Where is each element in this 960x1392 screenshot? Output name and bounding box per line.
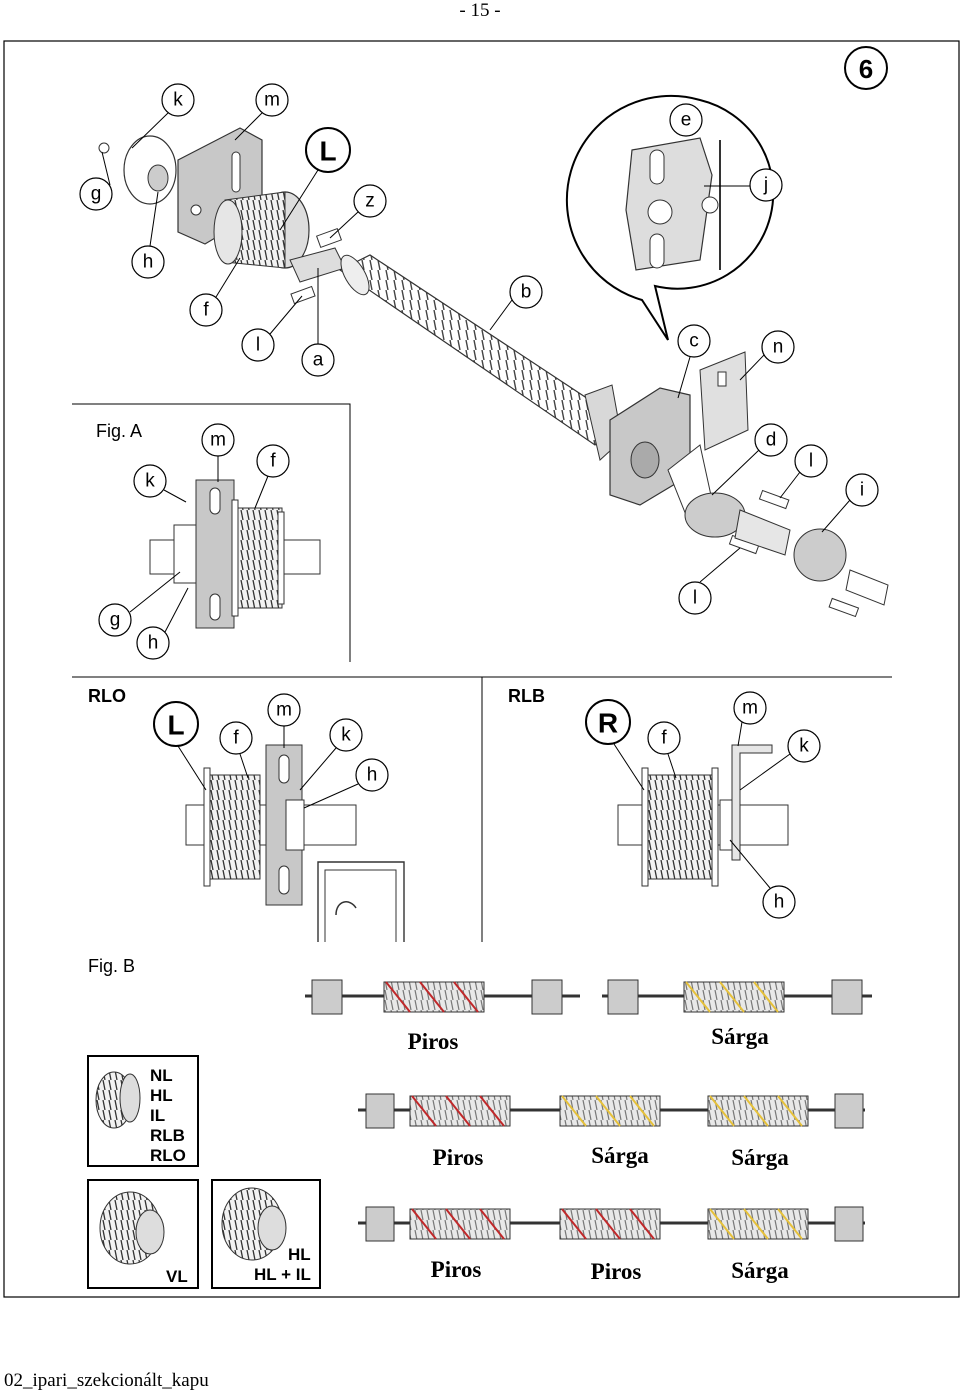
label-g: g — [91, 184, 102, 205]
box1-line-4: RLB — [150, 1126, 185, 1145]
label-e: e — [681, 110, 692, 131]
fig-a-label-k: k — [145, 471, 155, 492]
label-n: n — [773, 337, 784, 358]
label-m: m — [264, 90, 280, 111]
fig-a-panel: Fig. A m k f g h — [72, 403, 351, 662]
box2-label: VL — [166, 1267, 188, 1286]
main-label-leaders — [101, 112, 851, 583]
spring-sarga — [683, 981, 785, 1013]
label-i: i — [860, 480, 864, 501]
figure-number-badge: 6 — [844, 46, 888, 90]
fig-a-label-g: g — [110, 610, 121, 631]
box1-line-3: IL — [150, 1106, 165, 1125]
rlo-label-L: L — [167, 710, 184, 741]
spring-row-1 — [305, 979, 872, 1015]
label-l: l — [809, 451, 813, 472]
fig-a-label-h: h — [148, 633, 159, 654]
box3-line-2: HL + IL — [254, 1265, 311, 1284]
label-b: b — [521, 282, 532, 303]
box1-line-1: NL — [150, 1066, 173, 1085]
spring-piros — [383, 981, 485, 1013]
spring-row-2 — [358, 1093, 865, 1129]
row2-label-3: Sárga — [731, 1145, 789, 1170]
fig-a-label-m: m — [210, 430, 226, 451]
box3-line-1: HL — [288, 1245, 311, 1264]
label-k: k — [173, 90, 183, 111]
label-l: l — [256, 335, 260, 356]
label-c: c — [689, 331, 699, 352]
rlb-label-k: k — [799, 736, 809, 757]
row1-label-1: Piros — [408, 1029, 459, 1054]
rlo-label-f: f — [233, 728, 239, 749]
main-label-callouts — [79, 83, 879, 615]
fig-a-label-f: f — [270, 451, 276, 472]
row2-label-1: Piros — [433, 1145, 484, 1170]
main-label-texts: k m L g h z f l a b e j c n d l i l — [91, 90, 864, 609]
rlo-panel: RLO L f m k h — [88, 686, 405, 942]
rlb-label-m: m — [742, 698, 758, 719]
row1-label-2: Sárga — [711, 1024, 769, 1049]
spring-row-3 — [358, 1206, 865, 1242]
rlb-label-h: h — [774, 892, 785, 913]
figure-frame — [3, 40, 960, 1298]
label-h: h — [143, 252, 154, 273]
fig-a-title: Fig. A — [96, 421, 142, 441]
row2-label-2: Sárga — [591, 1143, 649, 1168]
box1-line-5: RLO — [150, 1146, 186, 1165]
label-f: f — [203, 300, 209, 321]
detail-callout-bubble — [565, 94, 775, 341]
fig-b-panel: Fig. B NL HL IL RLB RLO VL HL HL + IL — [87, 956, 872, 1289]
main-exploded-assembly — [98, 127, 889, 618]
footer-filename: 02_ipari_szekcionált_kapu — [4, 1370, 209, 1391]
rlb-label-R: R — [598, 708, 618, 739]
label-z: z — [365, 191, 375, 212]
label-j: j — [763, 175, 768, 196]
page-number: - 15 - — [459, 0, 501, 21]
rlb-panel: RLB R f m k h — [508, 686, 821, 919]
rlb-label-f: f — [661, 728, 667, 749]
label-l: l — [693, 588, 697, 609]
row3-label-2: Piros — [591, 1259, 642, 1284]
row3-label-1: Piros — [431, 1257, 482, 1282]
box1-line-2: HL — [150, 1086, 173, 1105]
rlo-label-h: h — [367, 765, 378, 786]
rlb-title: RLB — [508, 686, 545, 706]
fig-b-title: Fig. B — [88, 956, 135, 976]
label-a: a — [313, 350, 324, 371]
row3-label-3: Sárga — [731, 1258, 789, 1283]
figure-number-text: 6 — [859, 54, 873, 84]
label-d: d — [766, 430, 777, 451]
rlo-label-m: m — [276, 700, 292, 721]
label-L: L — [319, 136, 336, 167]
rlo-title: RLO — [88, 686, 126, 706]
rlo-label-k: k — [341, 725, 351, 746]
